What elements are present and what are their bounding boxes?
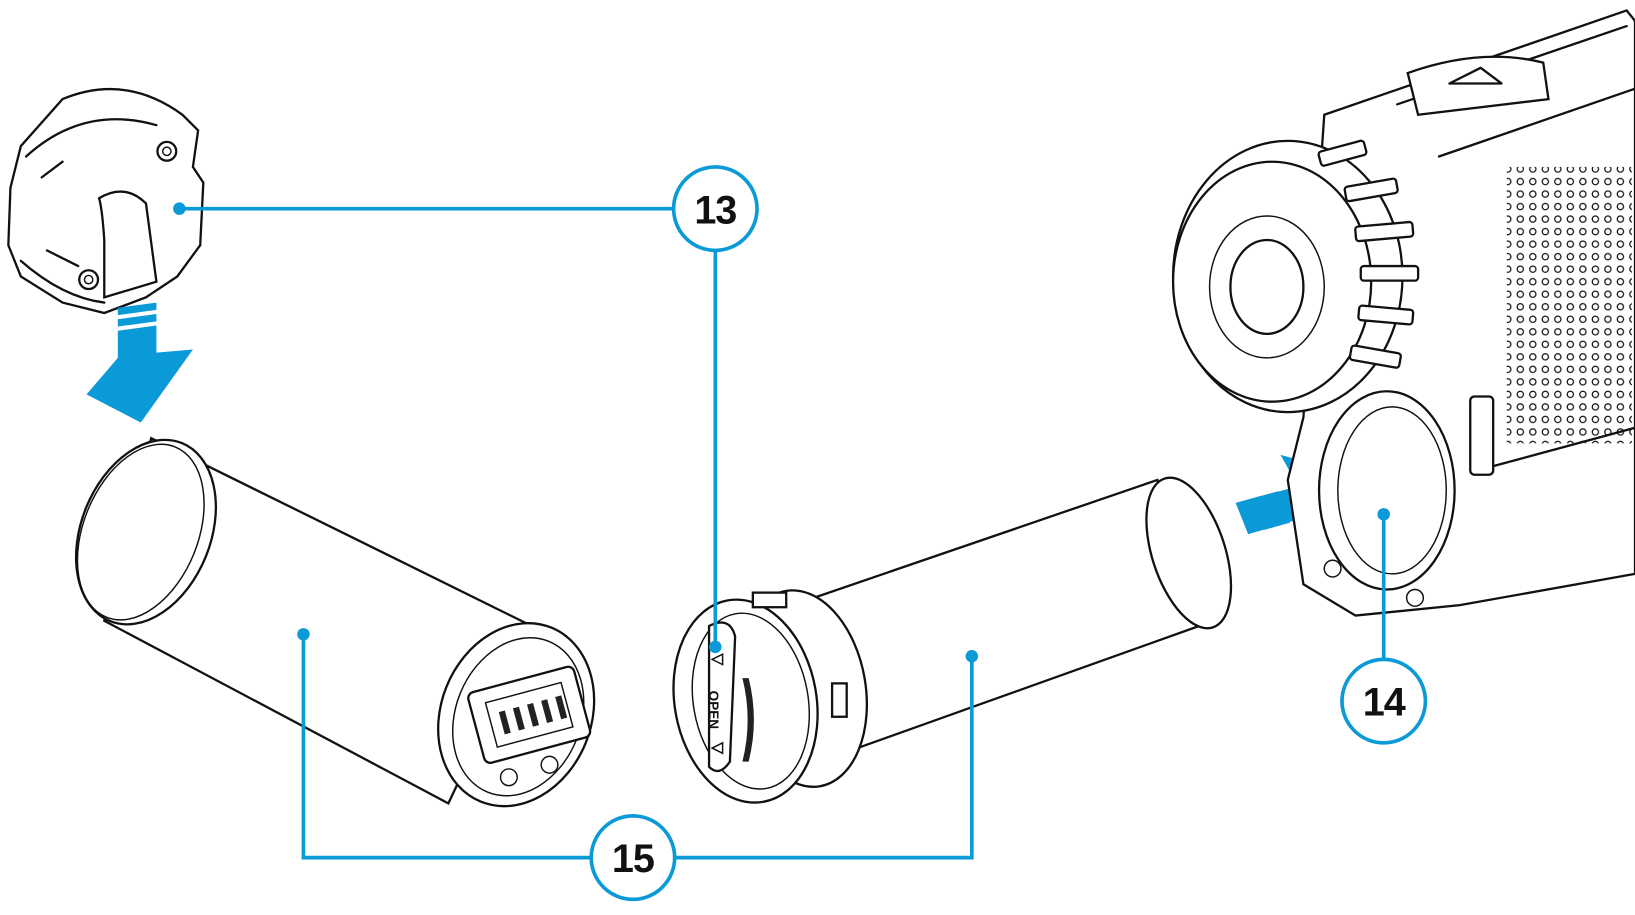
insert-down-arrow-icon — [86, 302, 193, 423]
battery-right: OPEN — [672, 476, 1233, 804]
cap-open-label: OPEN — [706, 691, 721, 729]
callout-13-label: 13 — [694, 188, 736, 232]
callout-13: 13 — [173, 165, 759, 654]
callout-15-label: 15 — [612, 837, 654, 881]
speaker-grille — [1506, 166, 1632, 444]
callout-15: 15 — [297, 628, 979, 902]
callout-14-label: 14 — [1363, 681, 1406, 725]
callout-14: 14 — [1340, 508, 1428, 745]
battery-left — [74, 436, 596, 808]
battery-cover-cap — [7, 88, 205, 315]
thermal-monocular-device — [1171, 9, 1635, 617]
